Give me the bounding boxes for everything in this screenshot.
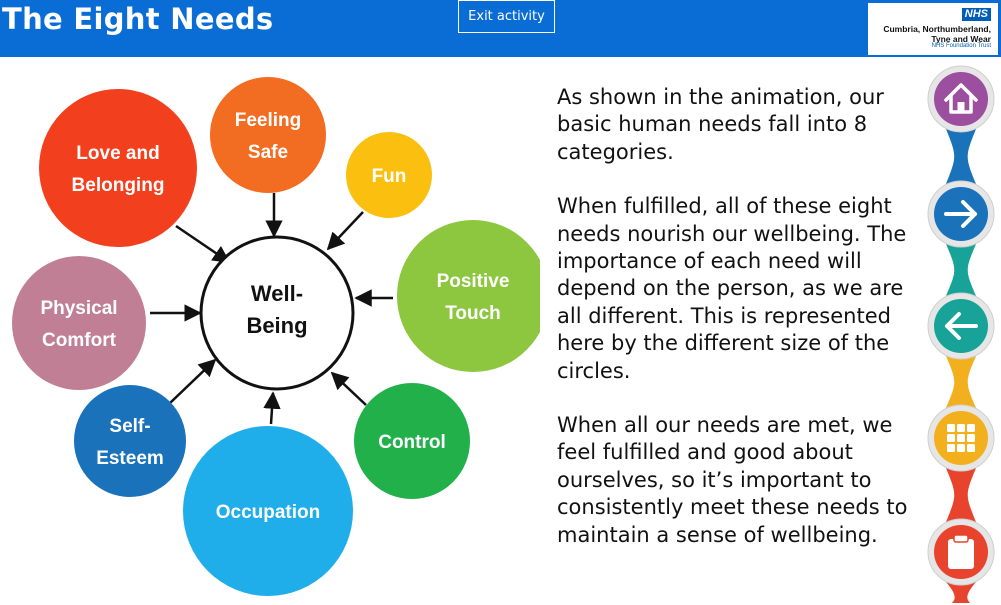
rail-connector — [946, 244, 976, 296]
arrow-2 — [326, 211, 364, 251]
need-label: Fun — [372, 166, 407, 187]
need-circle — [39, 89, 197, 247]
arrow-0 — [175, 224, 231, 264]
description-text: As shown in the animation, our basic hum… — [557, 84, 927, 576]
logo-trust-line1: Cumbria, Northumberland, — [883, 24, 991, 34]
arrow-right-icon — [944, 200, 977, 228]
exit-activity-button[interactable]: Exit activity — [458, 0, 555, 33]
need-circle — [354, 383, 470, 499]
svg-text:Well-Being: Well-Being — [246, 281, 307, 338]
paragraph-3: When all our needs are met, we feel fulf… — [557, 413, 908, 547]
arrow-6 — [169, 358, 217, 404]
need-circle — [210, 77, 326, 193]
need-circle — [397, 220, 540, 372]
paragraph-2: When fulfilled, all of these eight needs… — [557, 194, 907, 383]
rail-connector — [946, 468, 976, 522]
navigation-rail — [927, 65, 995, 603]
wellbeing-center: Well-Being — [199, 235, 355, 391]
need-label: Control — [378, 432, 446, 453]
grid-icon — [947, 424, 975, 452]
need-label: Occupation — [216, 502, 321, 523]
clipboard-button[interactable] — [927, 518, 995, 586]
header-bar: The Eight Needs Exit activity NHS Cumbri… — [0, 0, 1001, 57]
home-button[interactable] — [927, 65, 995, 133]
page-title: The Eight Needs — [2, 2, 274, 36]
clipboard-icon — [948, 534, 974, 569]
arrow-4 — [330, 371, 367, 406]
grid-button[interactable] — [927, 404, 995, 472]
need-occupation: Occupation — [183, 426, 353, 596]
rail-connector — [946, 582, 976, 603]
nhs-badge: NHS — [961, 8, 991, 21]
nhs-logo: NHS Cumbria, Northumberland, Tyne and We… — [868, 3, 998, 55]
rail-connector — [946, 129, 976, 184]
need-self-esteem: Self-Esteem — [74, 385, 186, 497]
arrow-left-icon — [945, 312, 978, 340]
logo-trust-line2: Tyne and Wear — [931, 34, 991, 44]
need-circle — [346, 132, 432, 218]
need-circle — [183, 426, 353, 596]
home-icon — [944, 83, 978, 114]
arrow-right-button[interactable] — [927, 180, 995, 248]
need-control: Control — [354, 383, 470, 499]
need-circle — [74, 385, 186, 497]
arrow-left-button[interactable] — [927, 292, 995, 360]
arrow-5 — [263, 391, 281, 425]
rail-connector — [946, 356, 976, 408]
need-circle — [12, 256, 146, 390]
paragraph-1: As shown in the animation, our basic hum… — [557, 85, 884, 164]
need-fun: Fun — [346, 132, 432, 218]
logo-trust-line3: NHS Foundation Trust — [931, 43, 991, 49]
need-label: Self-Esteem — [96, 416, 164, 469]
